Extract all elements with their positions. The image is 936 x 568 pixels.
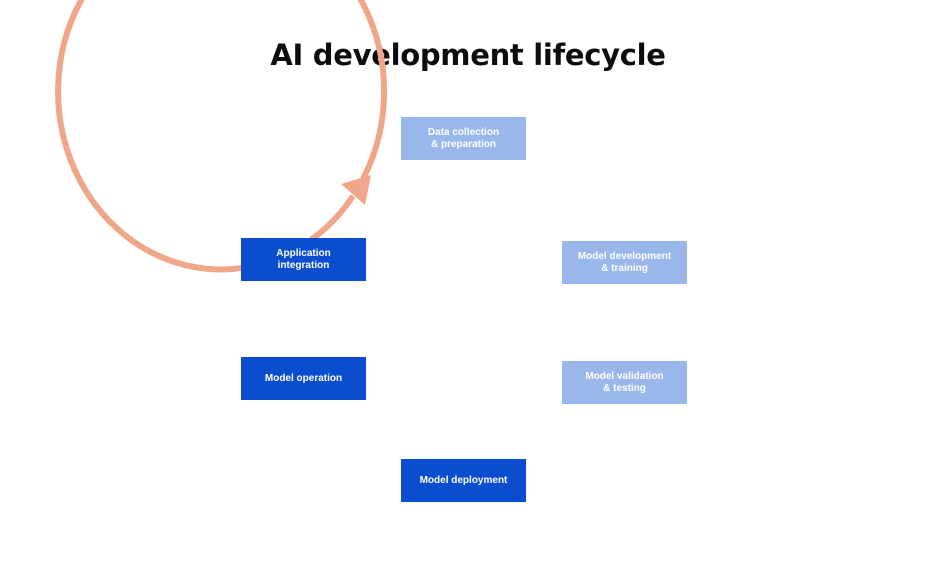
diagram-title: AI development lifecycle	[270, 38, 666, 72]
arrowhead-icon	[341, 175, 371, 205]
stage-data-collection: Data collection & preparation	[401, 117, 526, 160]
stage-application-integration: Application integration	[241, 238, 366, 281]
stage-model-deployment: Model deployment	[401, 459, 526, 502]
cycle-arc	[55, 0, 388, 273]
stage-model-operation: Model operation	[241, 357, 366, 400]
stage-model-development: Model development & training	[562, 241, 687, 284]
stage-model-validation: Model validation & testing	[562, 361, 687, 404]
